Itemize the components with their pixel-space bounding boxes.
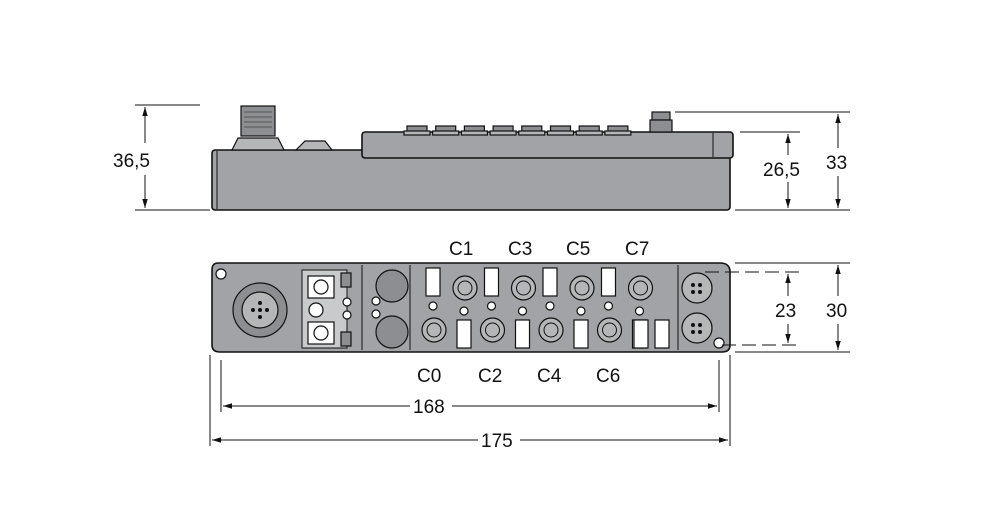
cover-cap bbox=[294, 140, 334, 151]
port-cap-base bbox=[546, 130, 575, 136]
mounting-hole-right bbox=[713, 337, 725, 349]
port-label-c5: C5 bbox=[566, 239, 590, 260]
blank-plug-bottom bbox=[375, 315, 409, 349]
m8-connector-thread bbox=[649, 119, 673, 133]
bus-connector-in bbox=[681, 272, 713, 304]
port-cap-base bbox=[403, 130, 431, 136]
port-label-c1: C1 bbox=[449, 239, 473, 260]
io-port-bottom bbox=[538, 317, 564, 343]
status-led bbox=[517, 306, 528, 316]
led-window bbox=[456, 319, 472, 349]
status-led bbox=[603, 301, 614, 311]
dim-length: 175 bbox=[481, 431, 513, 452]
m12-connector-thread bbox=[240, 105, 276, 137]
status-led bbox=[486, 301, 497, 311]
dim-hole-spacing-horizontal: 168 bbox=[413, 397, 445, 418]
port-label-c4: C4 bbox=[537, 366, 562, 387]
bus-connector-out bbox=[681, 312, 713, 344]
port-label-c2: C2 bbox=[478, 366, 502, 387]
status-led bbox=[545, 301, 555, 311]
port-label-c3: C3 bbox=[508, 239, 532, 260]
blank-plug-top bbox=[375, 269, 409, 303]
io-port-top bbox=[627, 275, 654, 301]
led-window bbox=[600, 267, 617, 297]
led-window bbox=[542, 267, 558, 297]
dim-height-with-connector: 33 bbox=[826, 153, 847, 174]
dim-height: 30 bbox=[826, 301, 847, 322]
status-led bbox=[576, 306, 586, 316]
port-label-c7: C7 bbox=[625, 239, 649, 260]
port-cap-base bbox=[604, 130, 632, 136]
status-led bbox=[459, 306, 469, 316]
port-cap-base bbox=[575, 130, 603, 136]
port-label-c0: C0 bbox=[417, 366, 441, 387]
rotary-switches bbox=[307, 275, 335, 345]
io-port-top bbox=[452, 275, 478, 301]
port-cap-base bbox=[518, 130, 546, 136]
io-port-top bbox=[569, 275, 595, 301]
side-view: 36,5 26,5 33 bbox=[113, 104, 850, 211]
port-label-c6: C6 bbox=[596, 366, 620, 387]
io-ports bbox=[421, 267, 654, 349]
front-view: C1 C3 C5 C7 C0 C2 C4 C6 23 30 168 175 bbox=[209, 239, 850, 452]
housing-side bbox=[211, 149, 731, 211]
status-led bbox=[428, 301, 438, 311]
mounting-hole-left bbox=[215, 268, 227, 280]
upper-section bbox=[361, 131, 734, 159]
port-cap-base bbox=[489, 130, 517, 136]
dim-housing-height: 26,5 bbox=[763, 160, 800, 181]
led-window bbox=[514, 319, 531, 349]
led-window bbox=[425, 267, 441, 297]
led-window bbox=[573, 319, 589, 349]
port-caps bbox=[403, 125, 632, 136]
io-port-bottom bbox=[421, 317, 447, 343]
io-port-bottom bbox=[596, 317, 623, 343]
dim-overall-height: 36,5 bbox=[113, 151, 150, 172]
io-port-bottom bbox=[479, 317, 506, 343]
m12-connector-nut bbox=[231, 137, 285, 151]
dim-hole-spacing-vertical: 23 bbox=[775, 301, 796, 322]
m8-connector-top bbox=[651, 111, 671, 121]
port-cap-base bbox=[460, 130, 488, 136]
io-port-top bbox=[510, 275, 537, 301]
status-led bbox=[634, 306, 645, 316]
port-cap-base bbox=[432, 130, 460, 136]
led-window bbox=[483, 267, 500, 297]
